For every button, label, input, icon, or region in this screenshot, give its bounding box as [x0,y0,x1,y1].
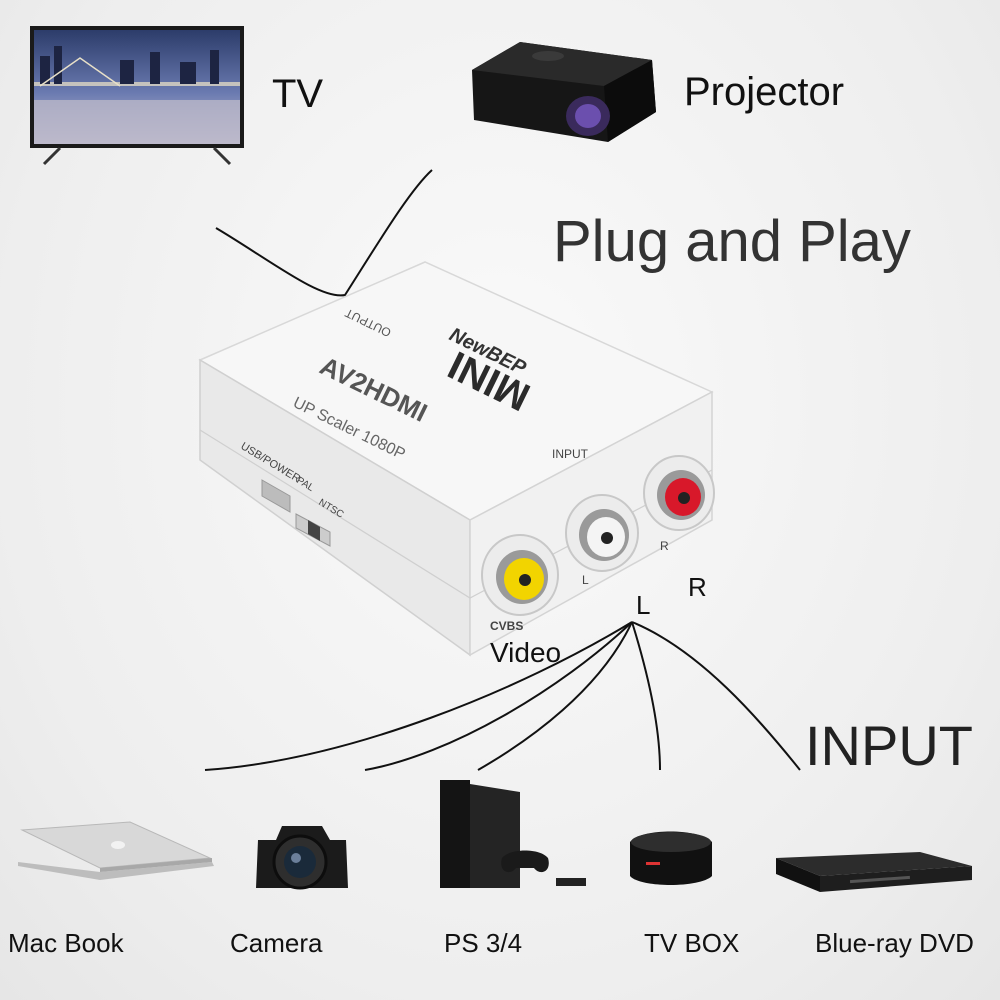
input-device-label-tvbox: TV BOX [644,928,740,958]
input-cable-ps [477,621,633,771]
left-port-label: L [636,590,651,620]
headline: Plug and Play [553,209,911,274]
right-port-label: R [688,572,707,602]
output-cable [215,169,433,297]
input-device-label-macbook: Mac Book [8,928,124,958]
input-device-label-bluray: Blue-ray DVD [815,928,974,958]
input-cable-camera [364,621,633,771]
ps-console-image [440,780,586,888]
input-device-label-ps: PS 3/4 [444,928,523,958]
macbook-image [18,821,214,880]
usb-port [261,479,291,513]
device-l-text: L [582,573,589,587]
device-r-text: R [660,539,669,553]
device-input-text: INPUT [552,447,589,461]
input-cable-macbook [204,621,633,771]
right-audio-jack [643,455,715,531]
input-device-label-camera: Camera [230,928,323,958]
input-section-label: INPUT [805,714,973,777]
bluray-player-image [776,852,972,892]
tv-label: TV [272,72,324,116]
video-jack [481,534,559,616]
projector-label: Projector [684,70,845,114]
pal-ntsc-switch [308,520,320,541]
input-cable-tvbox [631,621,661,771]
camera-image [256,826,348,890]
tv-box-image [630,831,712,885]
device-cvbs-text: CVBS [490,619,523,633]
left-audio-jack [565,494,639,572]
video-port-label: Video [490,637,562,668]
input-cable-bluray [631,621,801,771]
